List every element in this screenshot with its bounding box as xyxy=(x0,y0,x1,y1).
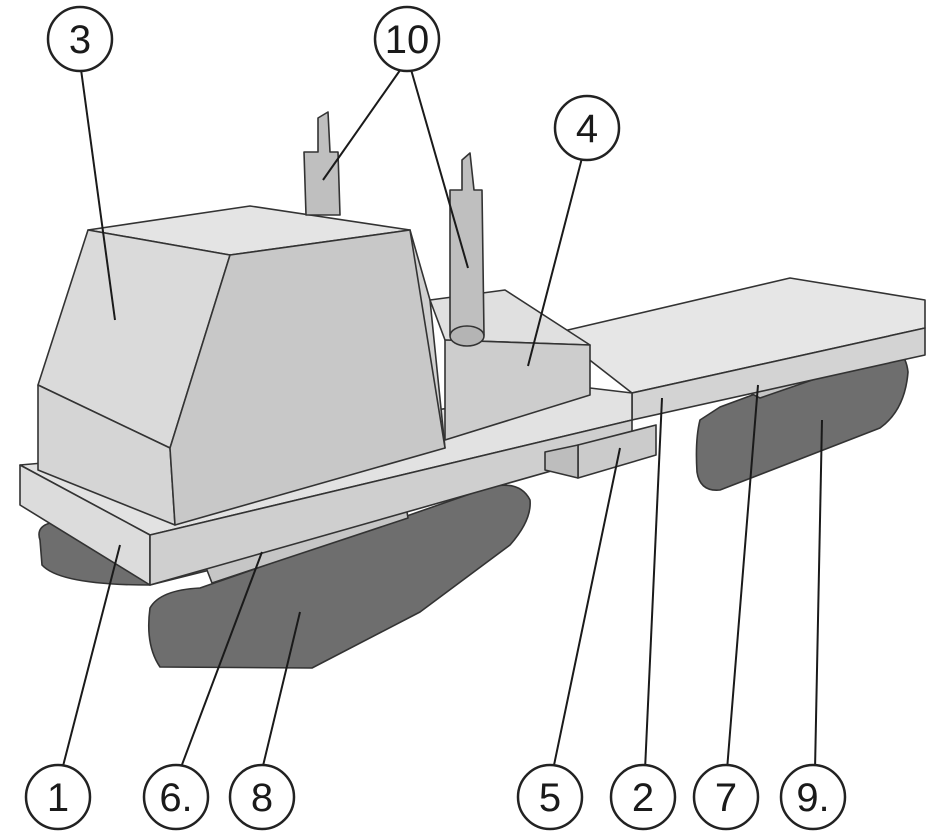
callout-1-label: 1 xyxy=(47,776,69,820)
housing-3 xyxy=(37,205,446,526)
callout-6-label: 6. xyxy=(159,776,192,820)
callout-3-label: 3 xyxy=(69,18,91,62)
post-right-base xyxy=(449,325,485,347)
callout-9-label: 9. xyxy=(796,776,829,820)
callout-5: 5 xyxy=(516,763,584,831)
callout-9: 9. xyxy=(779,763,847,831)
callout-7-label: 7 xyxy=(715,776,737,820)
callout-10-label: 10 xyxy=(385,18,430,62)
post-right-shaft xyxy=(449,152,485,336)
callout-3: 3 xyxy=(46,5,114,73)
block-5 xyxy=(544,424,657,479)
callout-7: 7 xyxy=(692,763,760,831)
platform-top xyxy=(554,277,926,394)
callout-8-label: 8 xyxy=(251,776,273,820)
callout-8: 8 xyxy=(228,763,296,831)
callout-1: 1 xyxy=(24,763,92,831)
callout-10: 10 xyxy=(373,5,441,73)
callout-5-label: 5 xyxy=(539,776,561,820)
leader-6 xyxy=(179,551,263,771)
leader-5 xyxy=(552,447,621,771)
platform-2 xyxy=(554,277,926,421)
callout-4-label: 4 xyxy=(576,107,598,151)
leader-1 xyxy=(61,544,121,771)
callout-2-label: 2 xyxy=(632,776,654,820)
leader-2 xyxy=(644,397,663,771)
post-left-shaft xyxy=(303,111,341,216)
leader-10b xyxy=(409,65,469,269)
callout-2: 2 xyxy=(609,763,677,831)
leader-9 xyxy=(814,419,823,771)
housing-front xyxy=(169,229,446,526)
block-5-left xyxy=(544,444,579,479)
post-right xyxy=(449,152,485,347)
leader-7 xyxy=(726,384,759,771)
rear-block-front xyxy=(444,339,591,441)
leader-4 xyxy=(527,157,583,367)
post-left xyxy=(303,111,341,216)
leader-lines xyxy=(61,61,823,771)
leader-8 xyxy=(261,611,301,771)
front-track xyxy=(147,484,531,669)
leader-10a xyxy=(322,65,404,181)
leader-3 xyxy=(79,61,116,321)
callout-6: 6. xyxy=(142,763,210,831)
callout-4: 4 xyxy=(553,94,621,162)
